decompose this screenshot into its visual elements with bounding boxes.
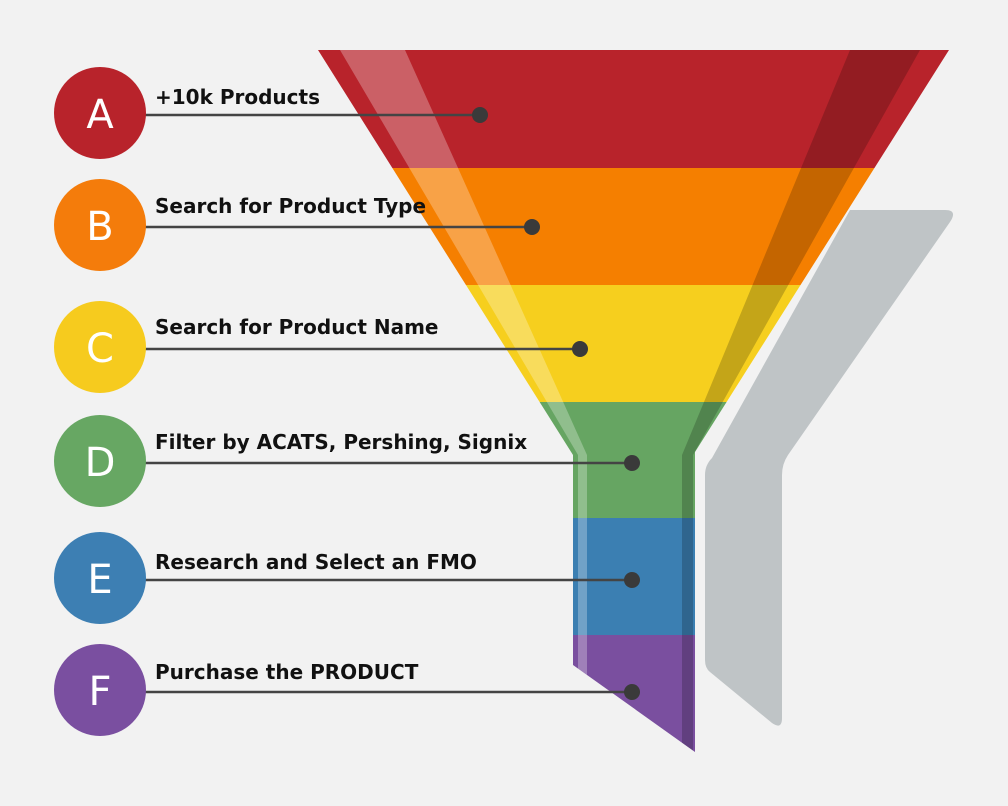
funnel — [318, 50, 949, 752]
connector-dot — [472, 107, 488, 123]
funnel-shade — [682, 50, 920, 752]
stage-letter: C — [86, 326, 114, 372]
funnel-band-c — [318, 285, 949, 402]
stage-letter: F — [88, 669, 111, 715]
stage-d: D Filter by ACATS, Pershing, Signix — [54, 415, 640, 507]
stage-letter: B — [86, 204, 113, 250]
connector-dot — [624, 572, 640, 588]
stage-label: Purchase the PRODUCT — [155, 660, 419, 684]
connector-dot — [572, 341, 588, 357]
stage-c: C Search for Product Name — [54, 301, 588, 393]
stage-badge — [54, 67, 146, 159]
stage-label: +10k Products — [155, 85, 320, 109]
stage-e: E Research and Select an FMO — [54, 532, 640, 624]
funnel-shadow-shape — [705, 210, 954, 726]
stage-label: Filter by ACATS, Pershing, Signix — [155, 430, 527, 454]
stage-label: Search for Product Type — [155, 194, 426, 218]
stage-label: Search for Product Name — [155, 315, 439, 339]
connector-dot — [524, 219, 540, 235]
funnel-band-a — [318, 50, 949, 168]
funnel-band-f — [318, 635, 949, 752]
funnel-band-d — [318, 402, 949, 518]
connector-dot — [624, 455, 640, 471]
funnel-band-e — [318, 518, 949, 635]
stage-f: F Purchase the PRODUCT — [54, 644, 640, 736]
stage-letter: E — [87, 557, 112, 603]
stage-badge — [54, 532, 146, 624]
stage-label: Research and Select an FMO — [155, 550, 477, 574]
stage-b: B Search for Product Type — [54, 179, 540, 271]
stage-badge — [54, 301, 146, 393]
stage-letter: D — [85, 440, 116, 486]
funnel-highlight — [340, 50, 587, 752]
connector-dot — [624, 684, 640, 700]
stage-badge — [54, 179, 146, 271]
stage-badge — [54, 415, 146, 507]
stage-letter: A — [86, 92, 114, 138]
stage-badge — [54, 644, 146, 736]
stage-a: A +10k Products — [54, 67, 488, 159]
